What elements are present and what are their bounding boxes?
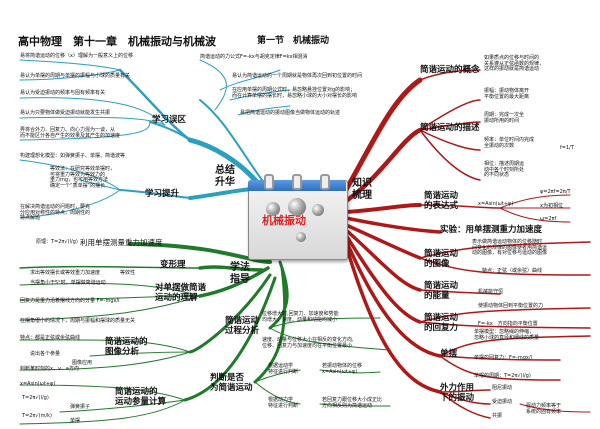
calendar-ring-icon <box>292 174 302 190</box>
mistake-note: 简谐运动的力公式F=-kx与胡克定律F=kx相混淆 <box>200 54 308 60</box>
center-calendar-graphic: 机械振动 <box>248 170 348 260</box>
graph-label: 简谐运动 的图像 <box>424 249 459 269</box>
learn-mistakes-label: 学习误区 <box>152 115 187 125</box>
params-note: T=2π√(l/g) <box>22 395 49 401</box>
forced-label: 外力作用 下的振动 <box>440 383 475 403</box>
improve-note: 在解决简谐运动的问题时，要充 分应用对称性的特点，周期性的 特点解题 <box>20 204 91 222</box>
image-note: 说出各个参量 <box>30 351 61 357</box>
image-note: 图像应用 <box>72 360 93 366</box>
expr-label: 简谐运动 的表达式 <box>424 191 459 211</box>
mistake-note: 在应用单摆的周期公式时，易忽略悬挂位置对g的影响； 而在计算单摆的摆长时，易忽略… <box>232 87 358 99</box>
improve-note: 构建理想化模型：如弹簧振子、单摆、简谐波等 <box>20 153 126 159</box>
describe-note: 振幅：振动物体离开 平衡位置的最大距离 <box>484 88 530 100</box>
understand-note: 回复力是重力沿着摆线方向的分量 F=-mgx/l <box>20 298 120 304</box>
graph-note: 特点：正弦（或余弦）曲线 <box>482 268 543 274</box>
image-note: 判断某时刻的x、v、a方向 <box>20 366 79 372</box>
calendar-body <box>248 180 348 260</box>
pendulum-label: 单摆 <box>440 349 458 359</box>
judge-note: 根据运动学 特征进行判断 <box>268 363 299 375</box>
mistake-note: 易将简谐运动的位移（x）理解为一般意义上的位移 <box>20 53 133 59</box>
image-note: 特点：都是正弦或余弦曲线 <box>20 335 81 341</box>
judge-label: 判断是否 为简谐运动 <box>210 373 253 393</box>
freq-formula: f=1/T <box>560 145 574 151</box>
page-title: 高中物理 第十一章 机械振动与机械波 <box>18 35 216 48</box>
hub-method: 学法 指导 <box>230 262 250 285</box>
graph-note: 表示做简谐运动物体的位移随时 间变化的规律的图像使者用简谐运 动的图像，有对位移… <box>472 239 548 257</box>
concept-label: 简谐运动的概念 <box>420 65 480 75</box>
expr-note: φ=2πf=2π/T <box>540 189 571 195</box>
judge-detail: 若回复力跟位移大小成正比 方向相反则为简谐运动 <box>322 397 383 409</box>
mistake-note: 易把简谐运动的振动图像当做物体运动的轨迹 <box>240 110 341 116</box>
understand-label: 对单摆做简谐 运动的理解 <box>155 283 207 303</box>
forced-note: 共振 <box>492 413 503 419</box>
energy-note: 机械能守恒 <box>478 289 504 295</box>
forced-detail: 驱动力频率等于 系统的固有频率 <box>526 403 562 415</box>
mistake-note: 易认为简谐运动的一个周期就是物体再次回到初位置的时间 <box>232 73 363 79</box>
pendulum-note: 单摆模型：忽略绳的伸缩， 忽略小球的直径和细线的质量 <box>474 329 540 341</box>
judge-note: 根据动力学 特征进行判断 <box>268 397 299 409</box>
process-note: 速度、动量与位移大小在相反的变化方向, 位移、回复力与加速度均在平衡位置最小 <box>262 337 354 349</box>
params-note: 弹簧振子 <box>70 404 91 410</box>
restore-label: 简谐运动 的回复力 <box>424 313 459 333</box>
pendulum-ball-icon <box>288 198 306 216</box>
expr-note: ω=2πf <box>540 216 557 222</box>
deform-note: 求出等效摆长或等效重力加速度 <box>30 270 101 276</box>
pendulum-ball-icon <box>312 204 324 216</box>
params-note: 单摆 <box>70 418 81 424</box>
hub-summary: 总结 升华 <box>215 165 235 188</box>
understand-note: 在摆角很小的情况下，周期与振幅和摆球的质量无关 <box>20 318 136 324</box>
measure-formula: 原理：T=2π√(l/g) <box>36 239 78 245</box>
forced-note: 受迫振动 <box>492 399 513 405</box>
calendar-ring-icon <box>264 174 274 190</box>
expr-formula: x=Asin(ωt+φ) <box>478 201 514 207</box>
mistake-note: 弄将合外力、回复力、向心力混为一谈，从 而不能区分各自产生的效果及其产生的加速度 <box>20 127 121 139</box>
section-title: 第一节 机械振动 <box>257 36 330 46</box>
describe-label: 简谐运动的描述 <box>420 123 480 133</box>
describe-note: 频率：单位时间内完成 全振动的次数 <box>484 137 535 149</box>
calendar-label: 机械振动 <box>262 214 306 227</box>
mistake-note: 易认为单摆的周期与单摆的振幅与小球的质量有关 <box>20 73 131 79</box>
energy-label: 简谐运动 的能量 <box>424 281 459 301</box>
restore-note: F=-kx 方向指向平衡位置 <box>478 321 538 327</box>
experiment-label: 实验：用单摆测重力加速度 <box>440 225 543 235</box>
deform-note: 等效性 <box>120 270 136 276</box>
deform-label: 变形理 <box>160 260 186 270</box>
restore-note: 使振动物体回到平衡位置的力 <box>478 303 544 309</box>
learn-improve-label: 学习提升 <box>145 189 180 199</box>
describe-note: 周期：完成一次全 振动所用的时间 <box>484 112 525 124</box>
understand-note: 当摆角小于5°时，单摆做简谐运动 <box>30 280 106 286</box>
forced-note: 阻尼振动 <box>492 385 513 391</box>
image-label: 简谐运动的 图像分析 <box>105 337 148 357</box>
process-label: 简谐运动 过程分析 <box>225 316 260 336</box>
judge-detail: 若振动物体的位移 x=Asin(ωt+φ) <box>322 363 363 375</box>
mistake-note: 易认为受迫振动的频率与固有频率有关 <box>20 90 106 96</box>
pendulum-ball-icon <box>296 232 306 242</box>
process-note: 位移增大时,回复力、加速度和势能 均增大，速度、动量和动能均减小 <box>262 311 339 323</box>
concept-note: 如果质点的位移与时间的 关系遵从正弦函数的规律， 这样的振动就是简谐运动 <box>484 55 545 73</box>
describe-note: 相位：描述周期运 动中各个时刻所处 的不同状态 <box>484 161 525 179</box>
params-label: 简谐运动的 运动参量计算 <box>115 387 167 407</box>
pendulum-note: 单摆的回复力：F=-mgx/l <box>474 355 532 361</box>
params-note: x=Asin(ωt+φ) <box>20 381 56 387</box>
mistake-note: 易认为只要物体做受迫振动就能发生共振 <box>20 110 111 116</box>
params-note: T=2π√(m/k) <box>22 413 52 419</box>
calendar-ring-icon <box>320 174 330 190</box>
pendulum-ball-icon <box>266 202 280 216</box>
pendulum-note: 单摆的周期：T=2π√(l/g) <box>474 373 531 379</box>
expr-note: x为初相位 <box>540 203 563 209</box>
improve-note: 等效法：在研究等效单摆时， 可将重力等效为等效力的 重力mg，也可用等效方法 确… <box>50 166 116 189</box>
hub-knowledge: 知识 梳理 <box>352 178 372 201</box>
measure-label: 利用单摆测量重力加速度 <box>80 238 163 247</box>
